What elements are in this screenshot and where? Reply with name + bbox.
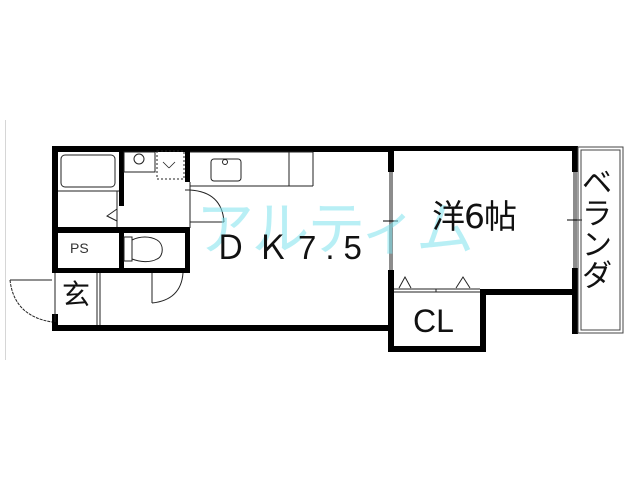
room-label-western-room: 洋6帖: [432, 197, 517, 236]
exterior-walls: [52, 146, 578, 352]
toilet-bowl: [131, 236, 163, 263]
fixtures: [9, 146, 624, 334]
toilet-tank: [123, 236, 133, 262]
room-label-closet: CL: [413, 303, 454, 339]
kitchen-sink: [210, 158, 242, 182]
entry-door-swing: [9, 279, 53, 323]
closet-door-left: [398, 275, 412, 289]
room-label-veranda: ベランダ: [582, 166, 612, 294]
sink-basin: [133, 153, 145, 165]
windows: [383, 172, 582, 270]
kitchen-door-swing: [189, 189, 225, 223]
closet-door-right: [455, 276, 471, 289]
veranda-outline: [577, 146, 624, 334]
interior-walls: [52, 146, 190, 273]
toilet-door-swing: [151, 272, 184, 304]
room-label-dining-kitchen: ＤＫ7.5: [214, 229, 371, 266]
bathtub: [60, 154, 116, 188]
watermark: アルティム: [196, 195, 474, 263]
washing-machine-pan: [156, 150, 185, 180]
room-label-entrance: 玄: [62, 278, 91, 311]
bath-door-swing: [106, 208, 118, 222]
room-label-pipe-space: PS: [70, 240, 89, 256]
